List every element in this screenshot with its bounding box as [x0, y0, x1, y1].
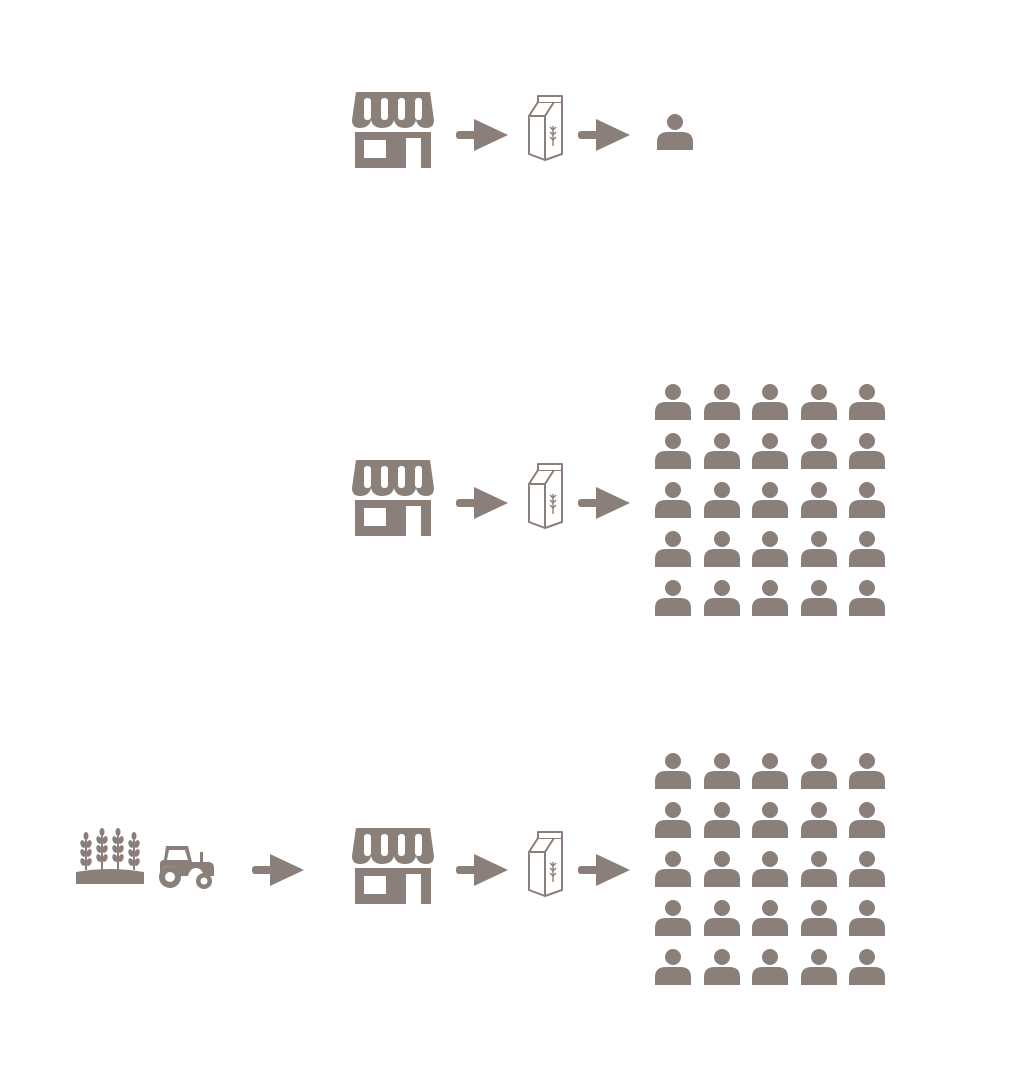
person-icon [848, 481, 886, 519]
person-icon [751, 948, 789, 986]
consumer-group [654, 752, 894, 992]
person-icon [800, 530, 838, 568]
person-icon [703, 899, 741, 937]
person-icon [800, 383, 838, 421]
person-icon [848, 530, 886, 568]
person-icon [848, 432, 886, 470]
person-icon [848, 383, 886, 421]
person-icon [800, 579, 838, 617]
person-icon [848, 801, 886, 839]
person-icon [751, 432, 789, 470]
arrow-right-icon [454, 484, 510, 522]
person-icon [800, 899, 838, 937]
person-icon [751, 481, 789, 519]
person-icon [751, 530, 789, 568]
tractor-icon [156, 842, 218, 890]
person-icon [848, 948, 886, 986]
person-icon [654, 579, 692, 617]
row-farm-to-many-consumers [0, 0, 1012, 1]
milk-carton-icon [526, 462, 564, 530]
arrow-right-icon [454, 116, 510, 154]
person-icon [703, 432, 741, 470]
consumer-group [654, 383, 894, 623]
person-icon [751, 383, 789, 421]
person-icon [703, 948, 741, 986]
person-icon [848, 579, 886, 617]
store-icon [350, 826, 436, 904]
person-icon [800, 850, 838, 888]
person-icon [751, 850, 789, 888]
person-icon [751, 752, 789, 790]
person-icon [654, 752, 692, 790]
person-icon [800, 481, 838, 519]
person-icon [654, 899, 692, 937]
arrow-right-icon [576, 116, 632, 154]
arrow-right-icon [576, 484, 632, 522]
person-icon [703, 850, 741, 888]
person-icon [848, 850, 886, 888]
milk-carton-icon [526, 94, 564, 162]
person-icon [654, 481, 692, 519]
person-icon [751, 579, 789, 617]
person-icon [703, 383, 741, 421]
person-icon [654, 432, 692, 470]
person-icon [800, 432, 838, 470]
person-icon [703, 752, 741, 790]
arrow-right-icon [576, 851, 632, 889]
person-icon [654, 948, 692, 986]
person-icon [703, 579, 741, 617]
arrow-right-icon [454, 851, 510, 889]
store-icon [350, 458, 436, 536]
person-icon [654, 530, 692, 568]
person-icon [703, 481, 741, 519]
person-icon [800, 752, 838, 790]
person-icon [848, 752, 886, 790]
person-icon [751, 801, 789, 839]
milk-carton-icon [526, 830, 564, 898]
person-icon [654, 801, 692, 839]
arrow-right-icon [250, 851, 306, 889]
store-icon [350, 90, 436, 168]
person-icon [848, 899, 886, 937]
person-icon [800, 801, 838, 839]
person-icon [654, 383, 692, 421]
person-icon [800, 948, 838, 986]
person-icon [656, 113, 694, 151]
person-icon [703, 530, 741, 568]
person-icon [703, 801, 741, 839]
person-icon [654, 850, 692, 888]
wheat-field-icon [74, 826, 146, 888]
person-icon [751, 899, 789, 937]
